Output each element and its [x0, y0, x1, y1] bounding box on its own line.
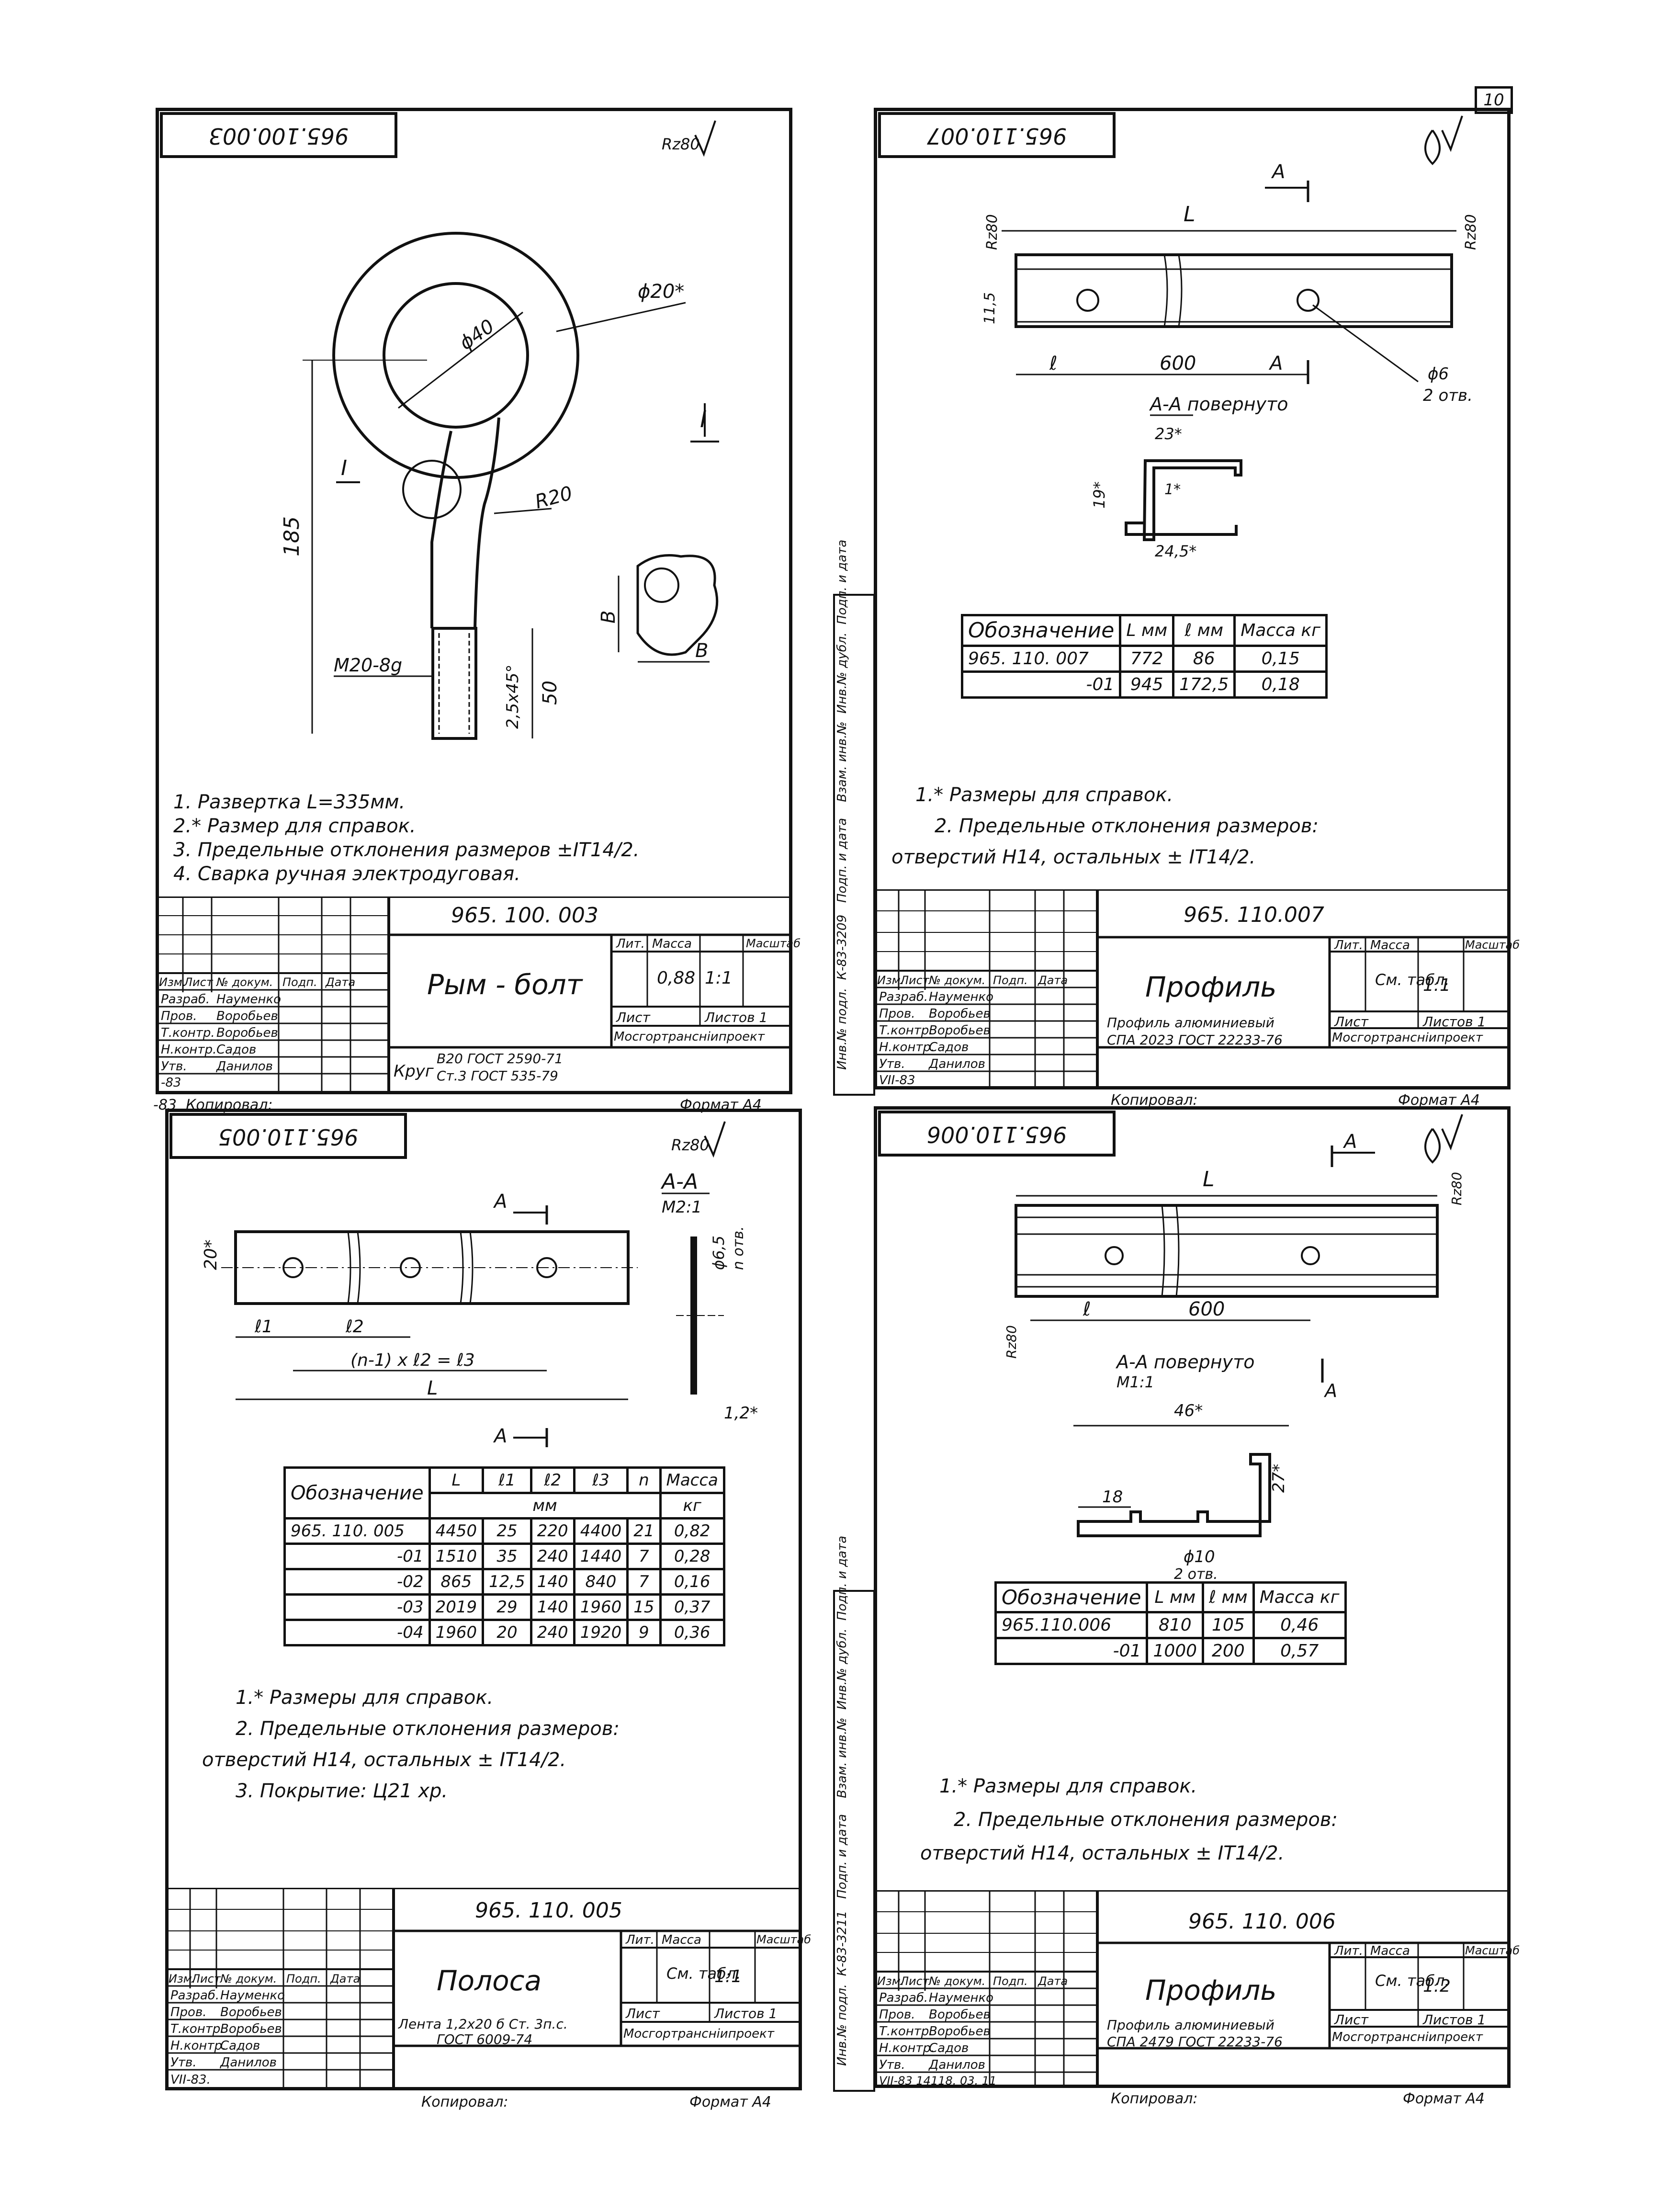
svg-text:n отв.: n отв.	[730, 1226, 747, 1270]
svg-text:A: A	[1268, 352, 1283, 374]
side-strip-br: Инв.№ подл. К-83-3211 Подп. и дата Взам.…	[833, 1536, 875, 2092]
title-block: 965. 110. 005 Изм. Лист № докум. Подп. Д…	[169, 1888, 812, 2087]
svg-text:A: A	[493, 1191, 507, 1213]
svg-text:А-А повернуто: А-А повернуто	[1115, 1351, 1255, 1373]
part-name: Рым - болт	[427, 968, 583, 1001]
svg-text:ϕ20*: ϕ20*	[638, 281, 684, 303]
note-3: 3. Предельные отклонения размеров ±IT14/…	[173, 839, 640, 861]
title-block: 965. 110. 006 Изм. Лист № докум. Подп. Д…	[877, 1890, 1520, 2087]
svg-text:23*: 23*	[1155, 425, 1182, 443]
title-block: 965. 100. 003 Изм. Лист № докум. Подп. Д…	[159, 896, 801, 1091]
svg-text:965.110.006: 965.110.006	[927, 1122, 1067, 1147]
svg-text:R20: R20	[533, 482, 575, 513]
drawing-sheet-rym-bolt: 965.100.003 Rz80 185 ϕ40 ϕ20* R20 I I	[156, 108, 801, 1094]
svg-text:11,5: 11,5	[981, 292, 998, 324]
rym-bolt-drawing: 965.100.003 Rz80 185 ϕ40 ϕ20* R20 I I	[160, 112, 719, 740]
note-1: 1. Развертка L=335мм.	[173, 791, 406, 813]
svg-text:I: I	[341, 456, 347, 480]
svg-text:ℓ: ℓ	[1083, 1298, 1091, 1320]
strip-005-drawing: 965.110.005 Rz80 20* A ℓ1 ℓ2 (n-1) x ℓ2 …	[169, 1113, 758, 1447]
svg-text:L: L	[1184, 202, 1196, 227]
svg-text:965.110.005: 965.110.005	[218, 1124, 359, 1150]
page-number: 10	[1475, 86, 1513, 114]
svg-text:50: 50	[539, 681, 561, 705]
svg-text:Rz80: Rz80	[1449, 1172, 1465, 1205]
svg-text:M20-8g: M20-8g	[334, 655, 402, 676]
svg-text:L: L	[1203, 1167, 1215, 1191]
profile-007-drawing: 965.110.007 A L Rz80 Rz80 11,5 ℓ 600 A ϕ…	[878, 112, 1479, 560]
svg-text:A: A	[1323, 1380, 1337, 1401]
svg-text:Rz80: Rz80	[1463, 214, 1479, 250]
svg-text:A: A	[1271, 161, 1285, 183]
roughness-mark: Rz80	[662, 135, 700, 153]
svg-text:24,5*: 24,5*	[1155, 542, 1196, 560]
profile-006-drawing: 965.110.006 A L Rz80 Rz80 ℓ 600 А-А пове…	[878, 1111, 1465, 1583]
svg-text:B: B	[598, 611, 620, 624]
stamp-code: 965. 100. 003	[451, 903, 598, 928]
title-block: 965. 110.007 Изм. Лист № докум. Подп. Да…	[877, 889, 1520, 1088]
svg-text:46*: 46*	[1174, 1401, 1203, 1420]
svg-text:ℓ2: ℓ2	[345, 1317, 364, 1337]
svg-text:1,2*: 1,2*	[724, 1404, 758, 1423]
svg-text:Rz80: Rz80	[1004, 1325, 1019, 1359]
svg-text:B: B	[695, 640, 708, 662]
note-2: 2.* Размер для справок.	[173, 815, 416, 837]
svg-text:ℓ: ℓ	[1049, 352, 1058, 374]
svg-text:ϕ6,5: ϕ6,5	[710, 1236, 728, 1270]
svg-text:600: 600	[1188, 1298, 1225, 1320]
svg-text:L: L	[427, 1377, 438, 1399]
drawing-sheet-profile-006: 965.110.006 A L Rz80 Rz80 ℓ 600 А-А пове…	[874, 1106, 1520, 2088]
svg-text:2 отв.: 2 отв.	[1174, 1566, 1218, 1583]
svg-text:ϕ6: ϕ6	[1428, 364, 1449, 384]
svg-text:Rz80: Rz80	[671, 1136, 710, 1154]
rotated-code: 965.100.003	[209, 123, 349, 149]
svg-text:М1:1: М1:1	[1117, 1373, 1154, 1391]
svg-text:А-А: А-А	[660, 1169, 698, 1194]
svg-text:М2:1: М2:1	[662, 1198, 702, 1217]
svg-text:20*: 20*	[201, 1239, 221, 1270]
svg-text:18: 18	[1102, 1487, 1123, 1507]
svg-text:A: A	[493, 1425, 507, 1447]
svg-text:1*: 1*	[1164, 481, 1181, 498]
svg-text:27*: 27*	[1269, 1464, 1288, 1493]
svg-text:600: 600	[1160, 352, 1196, 374]
drawing-sheet-profile-007: 965.110.007 A L Rz80 Rz80 11,5 ℓ 600 A ϕ…	[874, 108, 1520, 1089]
svg-text:185: 185	[280, 516, 304, 556]
svg-text:(n-1) x ℓ2 = ℓ3: (n-1) x ℓ2 = ℓ3	[350, 1350, 475, 1370]
svg-text:Rz80: Rz80	[984, 214, 1001, 250]
svg-text:I: I	[700, 406, 707, 433]
svg-text:А-А повернуто: А-А повернуто	[1149, 394, 1288, 415]
svg-text:2,5x45°: 2,5x45°	[503, 665, 522, 729]
svg-text:965.110.007: 965.110.007	[927, 123, 1067, 149]
svg-text:A: A	[1342, 1131, 1357, 1153]
svg-text:ϕ40: ϕ40	[455, 315, 498, 354]
svg-text:ϕ10: ϕ10	[1184, 1547, 1215, 1566]
drawing-sheet-strip-005: 965.110.005 Rz80 20* A ℓ1 ℓ2 (n-1) x ℓ2 …	[165, 1109, 812, 2090]
note-4: 4. Сварка ручная электродуговая.	[173, 863, 520, 885]
svg-text:ℓ1: ℓ1	[254, 1317, 273, 1337]
svg-text:19*: 19*	[1090, 481, 1108, 509]
svg-text:2 отв.: 2 отв.	[1423, 386, 1473, 405]
side-strip-tr: Инв.№ подл. К-83-3209 Подп. и дата Взам.…	[833, 540, 875, 1096]
